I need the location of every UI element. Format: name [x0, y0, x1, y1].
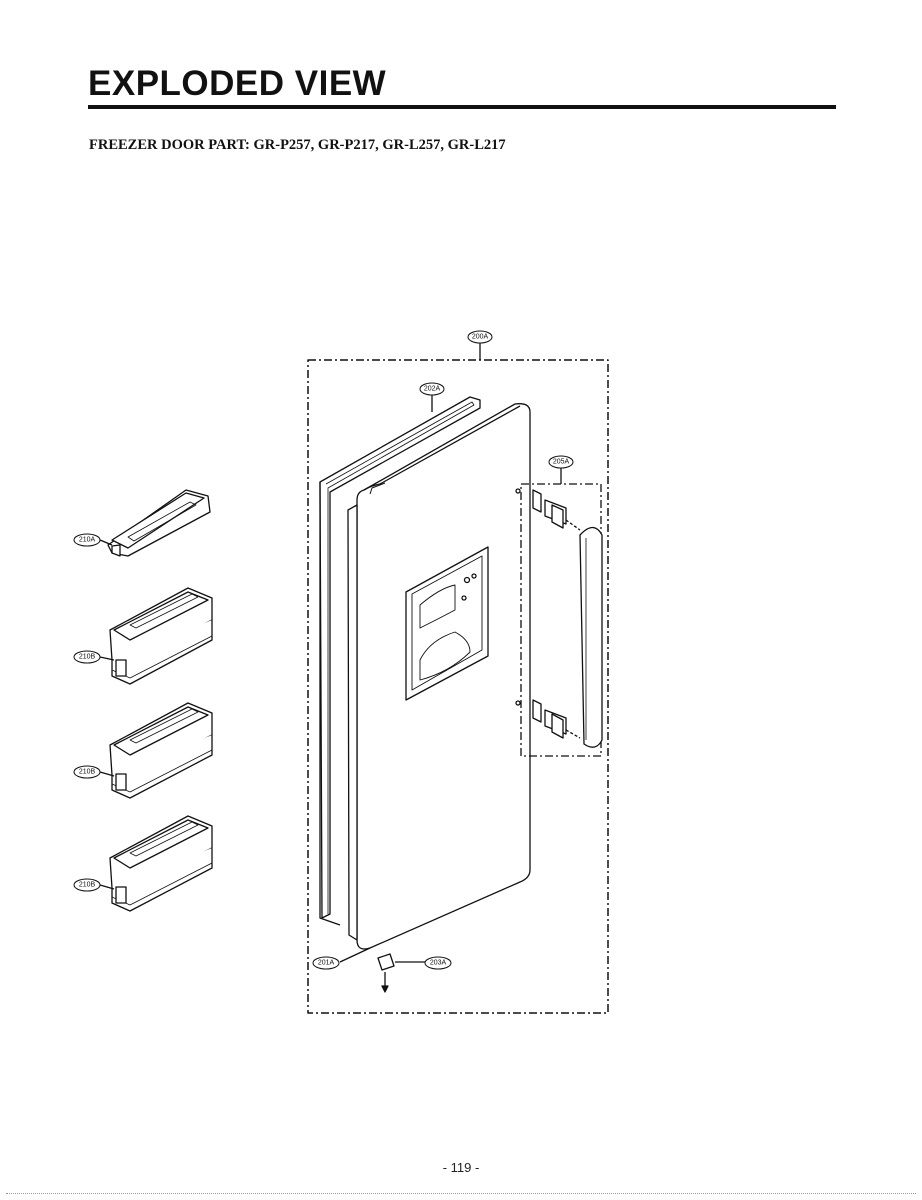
- door-assembly-boundary: [307, 359, 609, 1014]
- callout-210b-1-label: 210B: [79, 654, 96, 661]
- door-basket-small: [107, 489, 211, 557]
- dispenser-recess: [405, 546, 489, 701]
- footer-dotted-line: [6, 1193, 916, 1194]
- door-basket-2: [109, 702, 213, 799]
- door-basket-3: [109, 815, 213, 912]
- callout-203a: 203A: [424, 956, 452, 970]
- callout-205a-label: 205A: [553, 459, 570, 466]
- callout-202a-label: 202A: [424, 386, 441, 393]
- callout-200a: 200A: [467, 330, 493, 344]
- door-basket-1: [109, 587, 213, 685]
- callout-201a-label: 201A: [318, 960, 335, 967]
- page-subtitle: FREEZER DOOR PART: GR-P257, GR-P217, GR-…: [89, 137, 506, 153]
- page-title: EXPLODED VIEW: [88, 64, 387, 103]
- callout-210b-3-label: 210B: [79, 882, 96, 889]
- callout-210b-1: 210B: [73, 650, 101, 664]
- title-rule: [88, 105, 836, 109]
- page-number: - 119 -: [442, 1160, 480, 1175]
- callout-201a: 201A: [312, 956, 340, 970]
- door-gasket: [319, 396, 481, 926]
- door-handle: [515, 488, 603, 748]
- hinge-cap: [377, 953, 395, 993]
- callout-210b-2-label: 210B: [79, 769, 96, 776]
- callout-205a: 205A: [548, 455, 574, 469]
- callout-202a: 202A: [419, 382, 445, 396]
- callout-200a-label: 200A: [472, 334, 489, 341]
- callout-210b-3: 210B: [73, 878, 101, 892]
- callout-210a: 210A: [73, 533, 101, 547]
- callout-210a-label: 210A: [79, 537, 96, 544]
- callout-203a-label: 203A: [430, 960, 447, 967]
- callout-210b-2: 210B: [73, 765, 101, 779]
